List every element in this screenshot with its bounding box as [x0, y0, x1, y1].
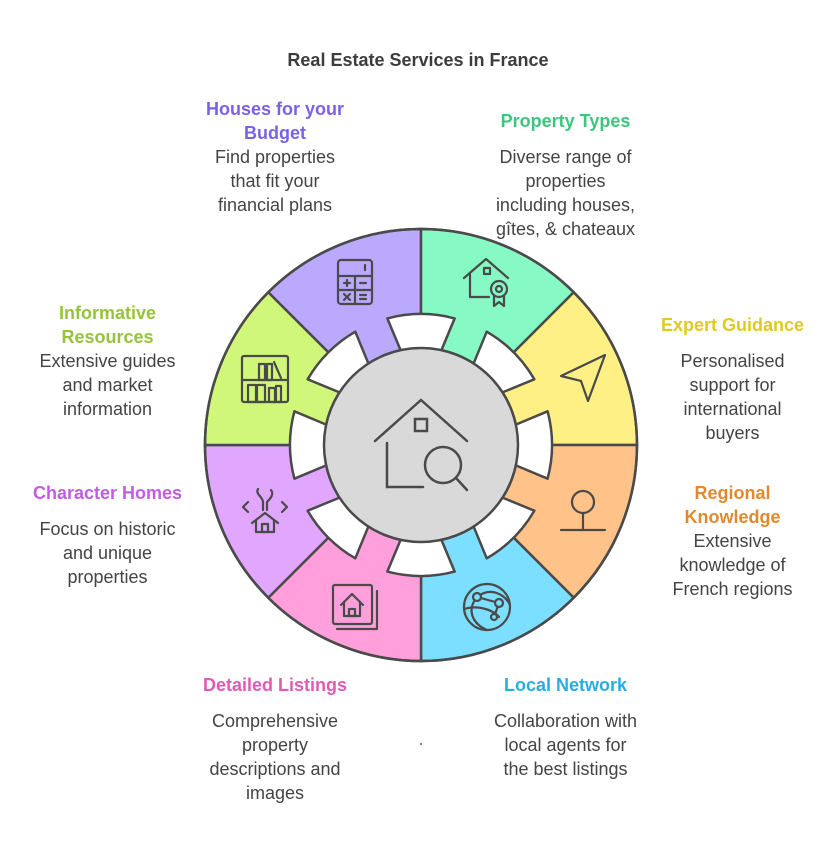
segment-label-character: Character Homes Focus on historic and uni… — [20, 481, 195, 589]
segment-description-line: Extensive — [693, 531, 772, 551]
segment-title: Property Types — [500, 111, 631, 131]
divider-notch — [288, 410, 329, 480]
divider-notch — [513, 410, 554, 480]
outer-ring — [203, 227, 639, 663]
segment-description-line: including houses, — [495, 195, 636, 215]
segment-description-line: Comprehensive — [211, 711, 339, 731]
segment-description-line: Focus on historic — [39, 519, 176, 539]
segment-description-line: and market — [62, 375, 153, 395]
location-pin-icon — [559, 489, 607, 532]
segment-description-line: financial plans — [217, 195, 333, 215]
center-circle — [322, 346, 520, 544]
divider-notch — [386, 537, 456, 578]
divider-notch — [386, 312, 456, 353]
segment-description-line: Personalised — [680, 351, 785, 371]
segment-description-line: Collaboration with — [493, 711, 638, 731]
segment-description-line: Find properties — [214, 147, 336, 167]
segment-description-line: the best listings — [503, 759, 628, 779]
segment-description-line: French regions — [672, 579, 793, 599]
segment-description-line: knowledge of — [679, 555, 786, 575]
segment-label-types: Property Types Diverse range of propertie… — [463, 109, 668, 241]
segment-title: Expert Guidance — [660, 315, 805, 335]
segment-label-network: Local Network Collaboration with local ag… — [463, 673, 668, 781]
segment-label-listings: Detailed Listings Comprehensive property d… — [175, 673, 375, 805]
segment-description-line: properties — [525, 171, 606, 191]
diagram-title: Real Estate Services in France — [287, 50, 549, 70]
stray-dot — [420, 743, 422, 745]
calculator-icon — [336, 258, 374, 306]
segment-title: Detailed Listings — [202, 675, 348, 695]
segment-description-line: Diverse range of — [499, 147, 632, 167]
segment-description-line: information — [62, 399, 153, 419]
segment-description-line: Extensive guides — [39, 351, 176, 371]
house-photos-icon — [331, 583, 379, 631]
segment-description-line: local agents for — [504, 735, 627, 755]
segment-label-guidance: Expert Guidance Personalised support for i… — [650, 313, 815, 445]
segment-description-line: images — [245, 783, 305, 803]
segment-title: Local Network — [503, 675, 628, 695]
segment-description-line: property — [241, 735, 309, 755]
house-award-icon — [462, 257, 510, 308]
segment-title: Character Homes — [32, 483, 183, 503]
segment-description-line: descriptions and — [209, 759, 341, 779]
segment-description-line: buyers — [705, 423, 760, 443]
house-chimney-icon — [241, 487, 289, 534]
segment-description-line: international — [683, 399, 782, 419]
bookshelf-icon — [240, 354, 290, 404]
segment-description-line: and unique — [62, 543, 153, 563]
navigation-arrow-icon — [559, 353, 607, 403]
globe-network-icon — [462, 582, 512, 632]
house-search-icon — [373, 398, 469, 492]
segment-description-line: support for — [689, 375, 776, 395]
segment-description-line: that fit your — [230, 171, 320, 191]
segment-description-line: properties — [67, 567, 148, 587]
segment-description-line: gîtes, & chateaux — [495, 219, 636, 239]
